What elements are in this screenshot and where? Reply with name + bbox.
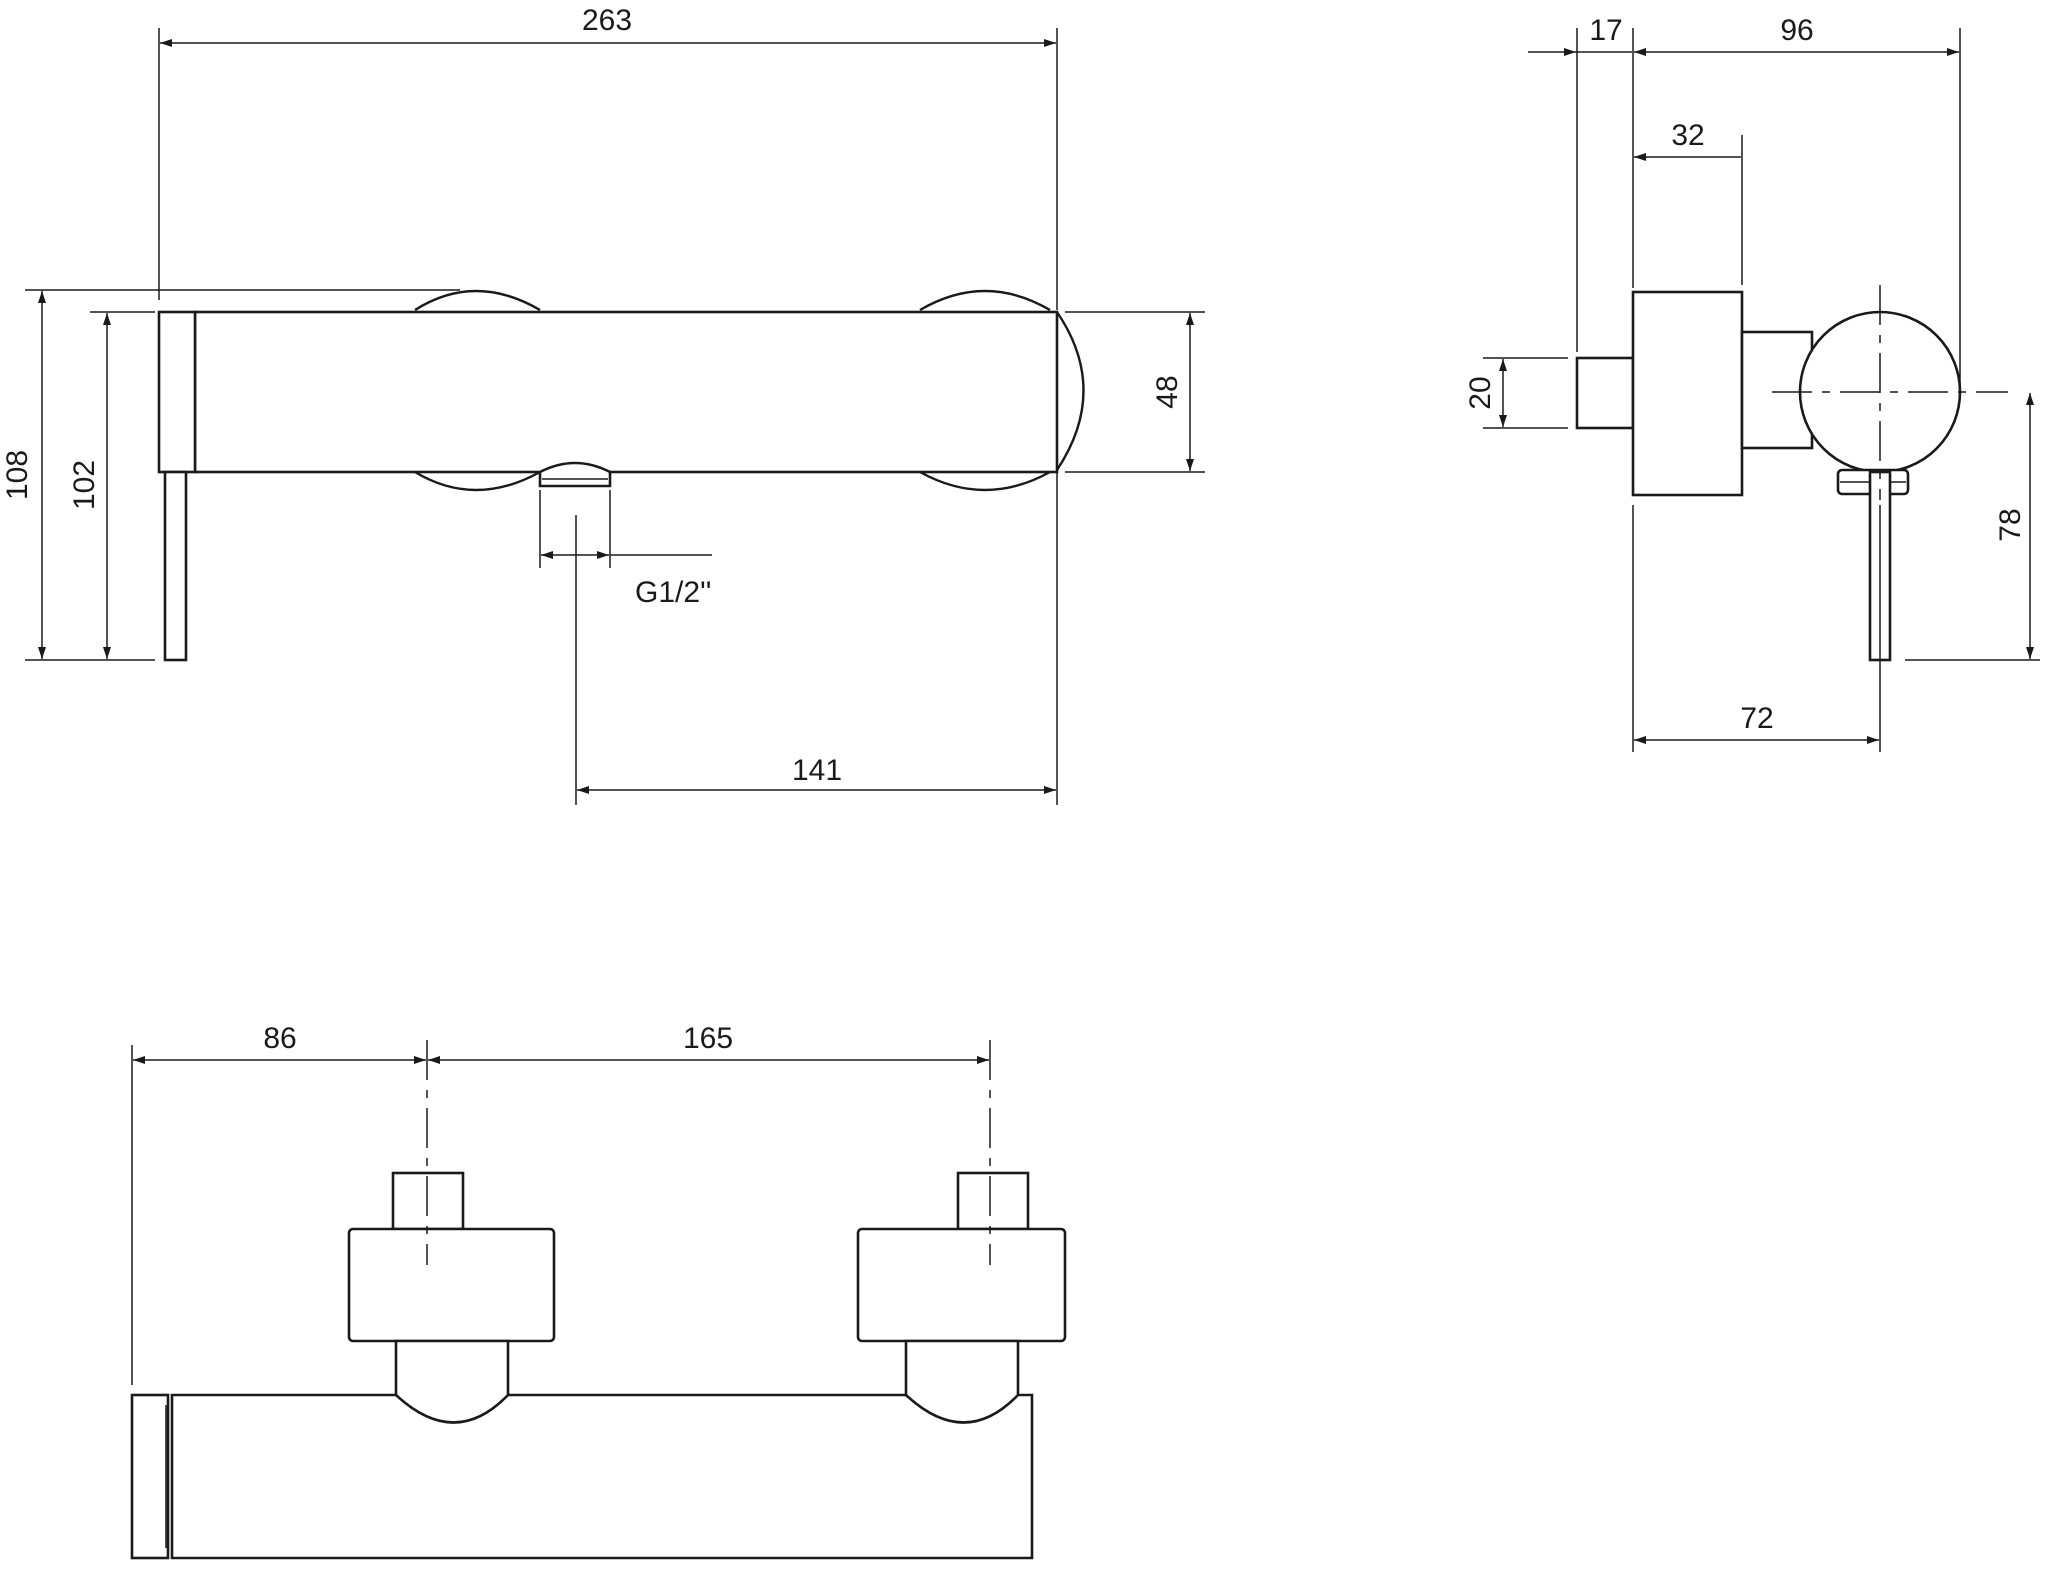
dim-label-inlet-spacing: 165 (683, 1022, 733, 1055)
dim-label-overall-length: 263 (582, 4, 632, 37)
front-handle-hub (157, 310, 197, 474)
front-bulge-left-top (414, 289, 541, 312)
dim-label-body-height: 48 (1151, 375, 1184, 408)
top-view: 86 165 (130, 1022, 1067, 1560)
front-view: 263 108 102 48 G1/2'' 141 (1, 4, 1205, 805)
dim-label-height-total: 108 (1, 450, 34, 500)
top-mixer-body (170, 1393, 1034, 1560)
front-handle-lever (163, 470, 188, 662)
dim-label-inlet-height: 20 (1464, 376, 1497, 409)
dim-label-depth: 96 (1780, 14, 1813, 47)
front-bulge-right-top (919, 289, 1051, 312)
top-inlet-stub-left (391, 1171, 465, 1231)
dim-label-outlet-depth: 72 (1740, 702, 1773, 735)
front-bulge-left-bottom (414, 470, 541, 492)
dim-label-wall-offset: 17 (1589, 14, 1622, 47)
side-view: 17 96 32 20 78 72 (1464, 14, 2040, 752)
side-inlet-stub (1575, 356, 1635, 430)
front-bulge-right-bottom (919, 470, 1051, 492)
dim-label-outlet-distance: 141 (792, 754, 842, 787)
top-mounting-block-right (856, 1227, 1067, 1343)
front-end-cap (1055, 311, 1085, 471)
front-outlet (538, 461, 612, 488)
dim-label-inlet-offset: 86 (263, 1022, 296, 1055)
dim-label-outlet-thread: G1/2'' (635, 576, 712, 609)
dim-label-handle-height: 102 (68, 460, 101, 510)
front-mixer-body (193, 310, 1059, 474)
dim-label-body-offset: 32 (1671, 119, 1704, 152)
side-mounting-block (1631, 290, 1744, 497)
top-inlet-stub-right (956, 1171, 1030, 1231)
top-mounting-block-left (347, 1227, 556, 1343)
top-handle (130, 1393, 170, 1560)
dim-label-handle-drop: 78 (1994, 508, 2027, 541)
